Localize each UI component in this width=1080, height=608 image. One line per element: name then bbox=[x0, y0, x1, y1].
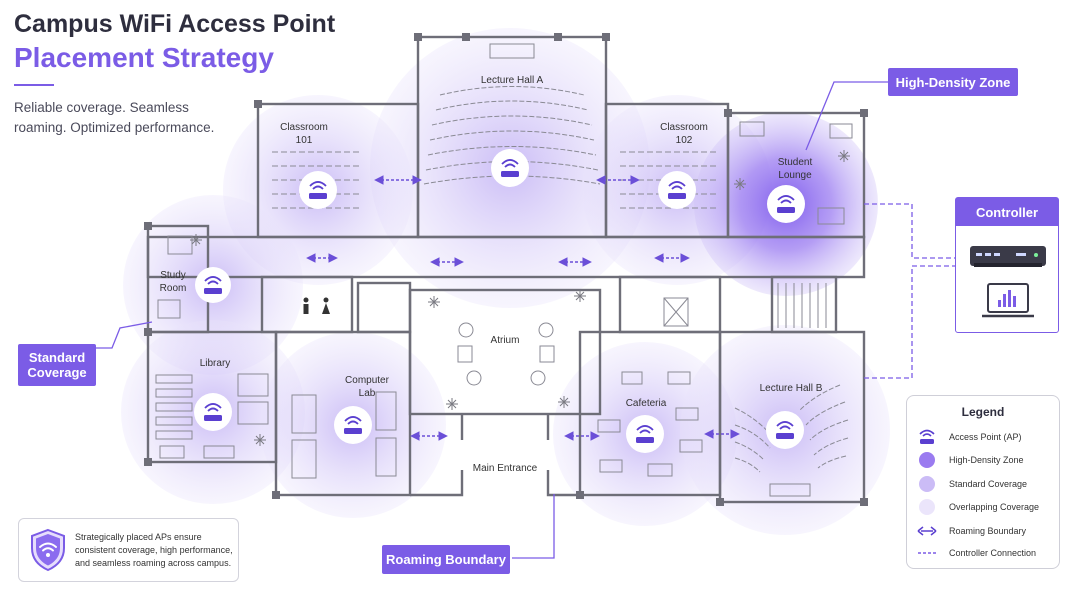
room-label-lecture-hall-b: Lecture Hall B bbox=[759, 383, 823, 394]
room-label-classroom-101: Classroom 101 bbox=[280, 122, 328, 146]
double-arrow-icon bbox=[917, 522, 937, 540]
note-text: Strategically placed APs ensure consiste… bbox=[75, 532, 233, 568]
access-point-icon bbox=[917, 428, 937, 446]
building-walls bbox=[146, 35, 866, 504]
legend-item-roaming: Roaming Boundary bbox=[917, 522, 1057, 540]
standard-coverage-swatch bbox=[919, 476, 935, 492]
restroom-icon bbox=[303, 297, 330, 314]
room-label-study-room: Study Room bbox=[159, 270, 187, 294]
callout-roaming-boundary: Roaming Boundary bbox=[382, 545, 510, 574]
page-subtitle-title: Placement Strategy bbox=[14, 42, 274, 73]
controller-panel: Controller bbox=[955, 197, 1059, 333]
room-label-lecture-hall-a: Lecture Hall A bbox=[480, 75, 544, 86]
legend-item-high-density: High-Density Zone bbox=[917, 451, 1057, 469]
furniture bbox=[155, 43, 853, 497]
dashed-line-icon bbox=[917, 544, 937, 562]
room-label-classroom-102: Classroom 102 bbox=[660, 122, 708, 146]
access-points bbox=[194, 149, 805, 453]
room-label-cafeteria: Cafeteria bbox=[625, 398, 667, 409]
legend-item-access-point: Access Point (AP) bbox=[917, 428, 1057, 446]
room-label-atrium: Atrium bbox=[490, 335, 520, 346]
overlap-swatch bbox=[919, 499, 935, 515]
roaming-arrows bbox=[306, 175, 740, 441]
room-label-library: Library bbox=[199, 358, 231, 369]
callout-high-density-zone: High-Density Zone bbox=[888, 68, 1018, 96]
legend-item-standard-coverage: Standard Coverage bbox=[917, 475, 1057, 493]
room-label-main-entrance: Main Entrance bbox=[472, 463, 538, 474]
controller-connection bbox=[864, 203, 955, 379]
shield-wifi-icon bbox=[31, 528, 65, 572]
legend-item-overlapping: Overlapping Coverage bbox=[917, 498, 1057, 516]
title-divider bbox=[14, 84, 54, 86]
legend-title: Legend bbox=[961, 405, 1005, 419]
legend-item-controller-connection: Controller Connection bbox=[917, 544, 1057, 562]
legend: Legend Access Point (AP) High-Density Zo… bbox=[906, 395, 1060, 569]
callout-leaders bbox=[88, 81, 888, 559]
room-label-student-lounge: Student Lounge bbox=[777, 157, 813, 181]
room-label-computer-lab: Computer Lab bbox=[345, 375, 389, 399]
high-density-swatch bbox=[919, 452, 935, 468]
page-title: Campus WiFi Access Point bbox=[14, 10, 336, 38]
pillars bbox=[144, 33, 868, 506]
coverage-zones bbox=[121, 28, 890, 535]
controller-device-icon bbox=[970, 246, 1046, 318]
controller-title: Controller bbox=[956, 198, 1058, 226]
tagline: Reliable coverage. Seamless roaming. Opt… bbox=[14, 100, 215, 135]
strategy-note: Strategically placed APs ensure consiste… bbox=[18, 518, 239, 582]
callout-standard-coverage: Standard Coverage bbox=[18, 344, 96, 386]
plant-icons bbox=[190, 150, 850, 446]
